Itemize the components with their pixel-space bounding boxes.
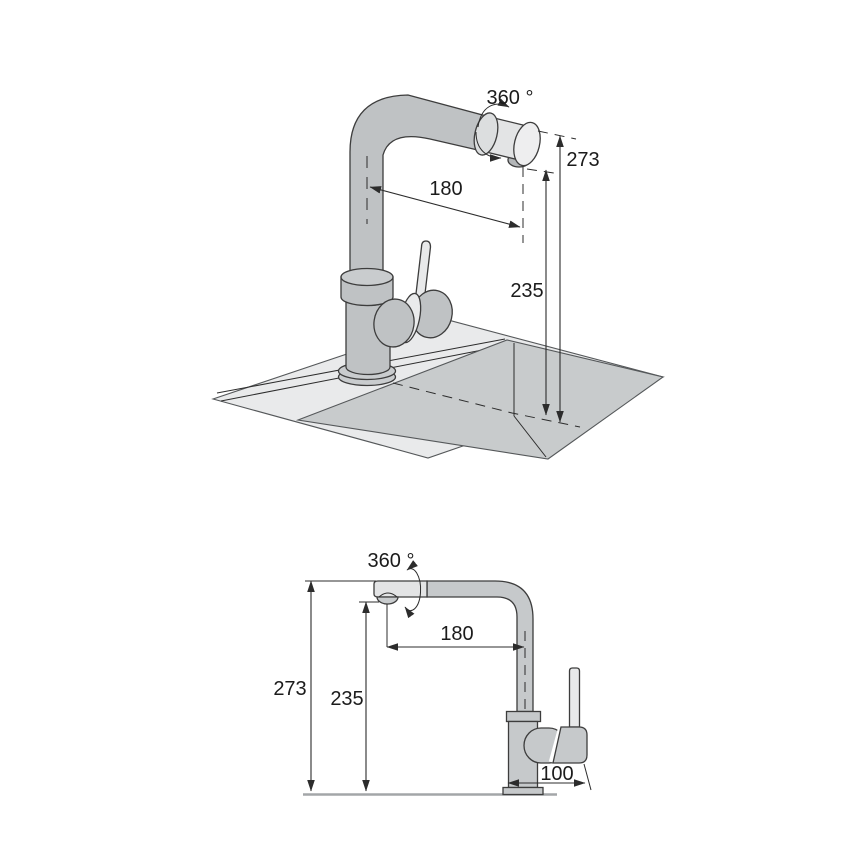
rotation-arrow-ellipse [404, 560, 422, 619]
body-collar-side [505, 710, 542, 723]
side-rotation-label: 360 ° [368, 550, 415, 572]
spout-aerator-inner-arc [378, 592, 398, 598]
side-spout-height-label: 235 [330, 688, 363, 710]
side-spout-reach-label: 180 [440, 623, 473, 645]
base-flange-side [502, 786, 544, 796]
iso-rotation-label: 360 ° [487, 87, 534, 109]
faucet-pipe [349, 94, 491, 275]
rotation-arrow-upper [477, 98, 510, 128]
iso-total-height-label: 273 [566, 149, 599, 171]
dim-100-ext-line [583, 763, 592, 791]
dim-235-ext-top-dashed [526, 168, 555, 174]
faucet-arm-and-pipe [426, 580, 534, 713]
dim-180-line [369, 186, 521, 228]
body-collar [340, 267, 394, 287]
sink-hidden-edge-dashed [392, 382, 581, 428]
rotation-arrow-lower [475, 131, 502, 162]
cartridge-handle-gap [548, 728, 563, 763]
spout-joint-ring [473, 112, 499, 156]
side-total-height-label: 273 [273, 678, 306, 700]
handle-lever [414, 240, 432, 299]
handle-block [552, 726, 588, 764]
side-view: 360 ° 273 235 180 100 [273, 550, 592, 796]
sink-basin-corner-edge-2 [513, 415, 547, 458]
sink-basin [295, 339, 665, 460]
dim-273-ext-top-dashed [537, 130, 577, 140]
iso-spout-reach-label: 180 [429, 178, 462, 200]
iso-spout-height-label: 235 [510, 280, 543, 302]
handle-hub [373, 298, 415, 348]
handle-lever-side [568, 667, 581, 728]
spout-end-cap [513, 121, 541, 167]
isometric-view: 360 ° 273 235 180 [211, 87, 665, 460]
spout-aerator-side [376, 596, 399, 605]
side-base-depth-label: 100 [540, 763, 573, 785]
